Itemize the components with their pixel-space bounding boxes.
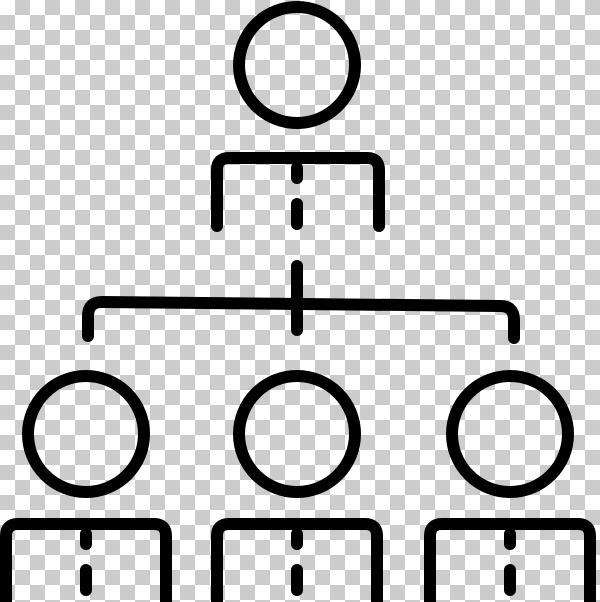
body-right: [424, 518, 596, 602]
person-icon-top: [211, 1, 385, 232]
person-icon-center: [211, 370, 383, 602]
person-icon-left: [0, 370, 172, 602]
person-icon-right: [424, 370, 596, 602]
body-top: [211, 152, 385, 232]
head-top: [233, 1, 361, 129]
body-center: [211, 518, 383, 602]
body-left: [0, 518, 172, 602]
connector-lines: [82, 260, 520, 344]
connector-bracket: [82, 296, 520, 344]
head-left: [22, 370, 150, 498]
head-center: [233, 370, 361, 498]
head-right: [446, 370, 574, 498]
